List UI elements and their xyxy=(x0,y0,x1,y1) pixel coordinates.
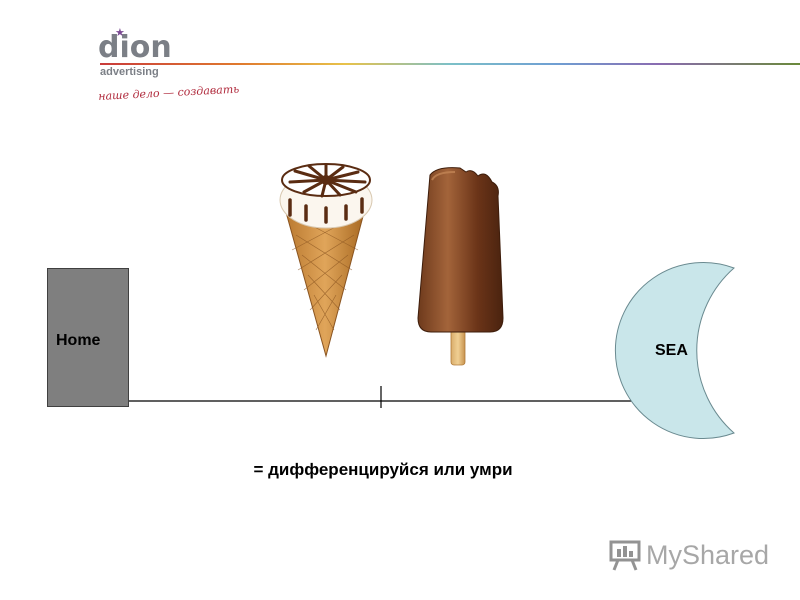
header-divider xyxy=(100,63,800,65)
watermark: MyShared xyxy=(606,537,776,573)
timeline-arrow xyxy=(129,386,647,408)
logo-subtitle: advertising xyxy=(100,66,159,78)
logo-name: dion xyxy=(98,30,172,65)
ice-cream-bar-icon xyxy=(417,167,504,366)
watermark-text: MyShared xyxy=(646,540,770,570)
slide-caption: = дифференцируйся или умри xyxy=(253,460,513,479)
ice-cream-cone-icon xyxy=(279,163,373,358)
sea-label: SEA xyxy=(655,342,688,359)
presentation-board-icon xyxy=(609,540,641,571)
sea-crescent-shape xyxy=(614,262,735,439)
star-icon: ★ xyxy=(115,27,125,39)
home-box xyxy=(47,268,129,407)
home-label: Home xyxy=(56,332,101,349)
